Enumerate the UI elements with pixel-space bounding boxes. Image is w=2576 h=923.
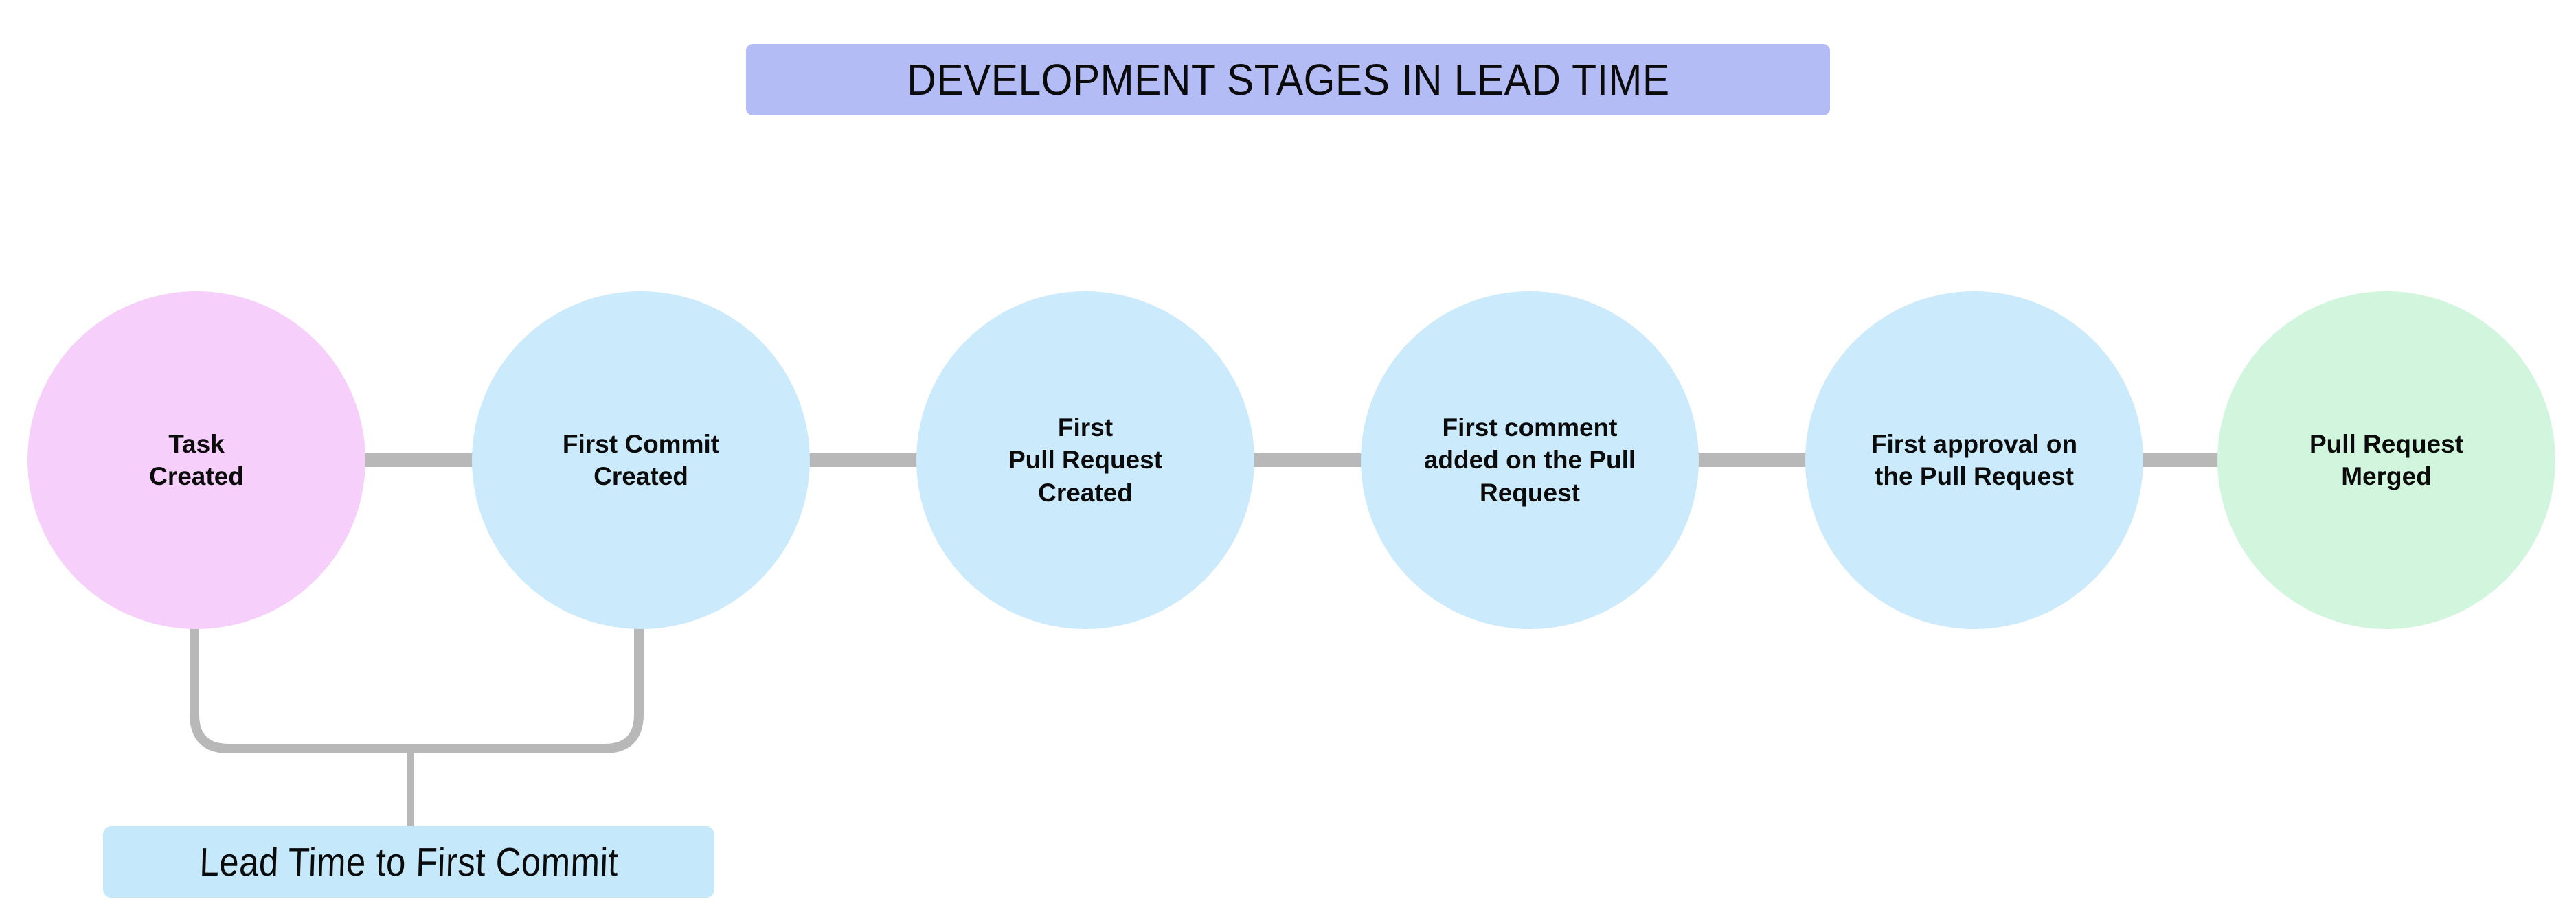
stage-node-first-approval-on-pull-request[interactable]: First approval on the Pull Request: [1805, 291, 2143, 629]
connector-first-comment-to-first-approval: [1694, 453, 1809, 467]
stage-node-first-pull-request-created[interactable]: First Pull Request Created: [916, 291, 1254, 629]
stage-label-task-created: Task Created: [149, 429, 244, 490]
connector-task-created-to-first-commit: [361, 453, 476, 467]
stage-label-first-comment-on-pull-request: First comment added on the Pull Request: [1423, 413, 1636, 507]
connector-first-pull-request-to-first-comment: [1250, 453, 1365, 467]
stage-node-pull-request-merged[interactable]: Pull Request Merged: [2217, 291, 2555, 629]
diagram-title-banner: DEVELOPMENT STAGES IN LEAD TIME: [746, 44, 1830, 115]
lead-time-annotation-label: Lead Time to First Commit: [199, 839, 619, 885]
stage-node-first-comment-on-pull-request[interactable]: First comment added on the Pull Request: [1361, 291, 1699, 629]
stage-label-first-approval-on-pull-request: First approval on the Pull Request: [1871, 429, 2078, 490]
stage-label-first-pull-request-created: First Pull Request Created: [1008, 413, 1163, 507]
stage-label-pull-request-merged: Pull Request Merged: [2309, 429, 2464, 490]
lead-time-annotation-box[interactable]: Lead Time to First Commit: [103, 826, 714, 898]
bracket-path: [190, 622, 644, 753]
stage-node-task-created[interactable]: Task Created: [27, 291, 365, 629]
stage-label-first-commit-created: First Commit Created: [562, 429, 720, 490]
stage-node-first-commit-created[interactable]: First Commit Created: [472, 291, 810, 629]
page-title: DEVELOPMENT STAGES IN LEAD TIME: [906, 55, 1670, 104]
connector-first-commit-to-first-pull-request: [805, 453, 920, 467]
